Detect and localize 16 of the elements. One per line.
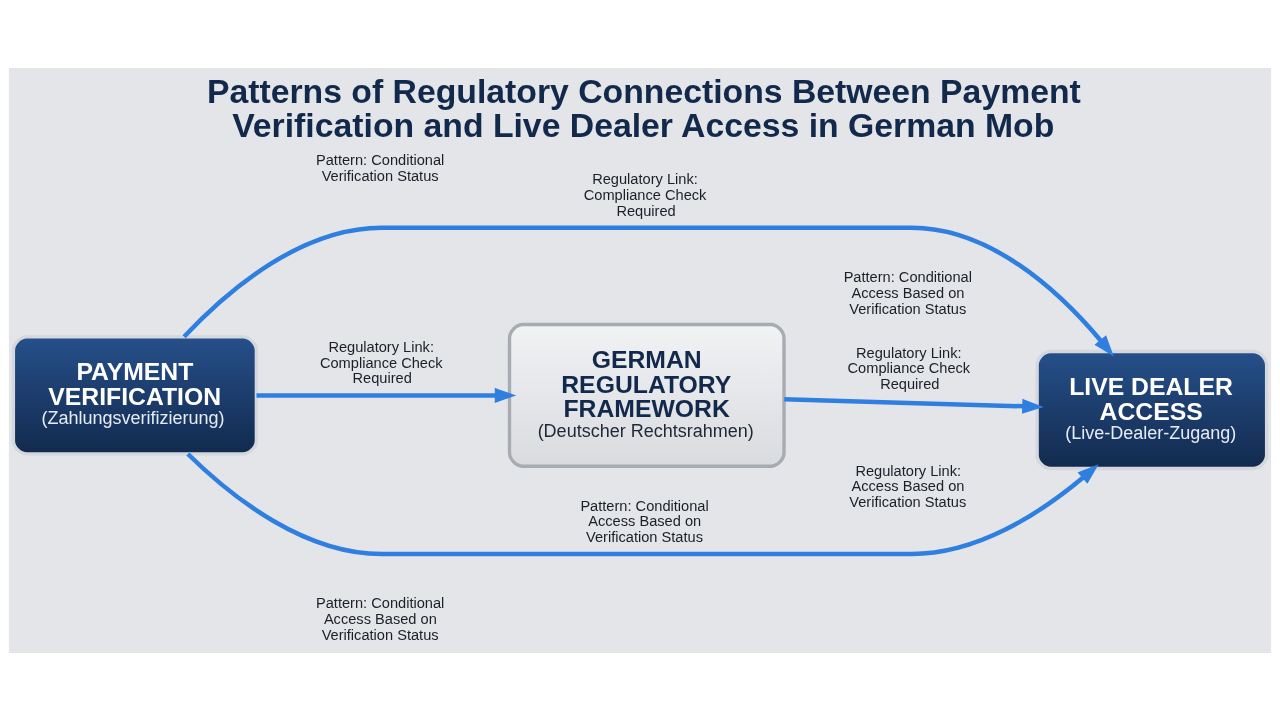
arrow <box>256 387 517 403</box>
node-box: GERMAN REGULATORY FRAMEWORK (Deutscher Rechtsrahmen) <box>507 322 786 468</box>
node-box: LIVE DEALER ACCESS (Live-Dealer-Zugang) <box>1035 349 1269 470</box>
label: Pattern: Conditional Access Based on Verification Status <box>843 268 972 317</box>
arrow <box>182 225 1114 357</box>
node-box: PAYMENT VERIFICATION (Zahlungsverifizierung) <box>11 334 259 456</box>
arrow <box>186 451 1099 556</box>
edge-label: Regulatory Link: Compliance Check Required <box>583 170 707 219</box>
label: Regulatory Link: Access Based on Verification Status <box>849 462 967 510</box>
arrow <box>784 396 1044 414</box>
edge-label: Regulatory Link: Compliance Check Required <box>847 344 971 392</box>
diagram-title: Patterns of Regulatory Connections Between Payment Verification and Live Dealer Access in German Mob <box>206 71 1081 144</box>
label: Pattern: Conditional Verification Status <box>316 151 445 184</box>
edge-label: Pattern: Conditional Access Based on Verification Status <box>580 497 709 545</box>
label: Pattern: Conditional Access Based on Verification Status <box>316 594 445 643</box>
edge-label: Regulatory Link: Compliance Check Required <box>319 338 443 386</box>
